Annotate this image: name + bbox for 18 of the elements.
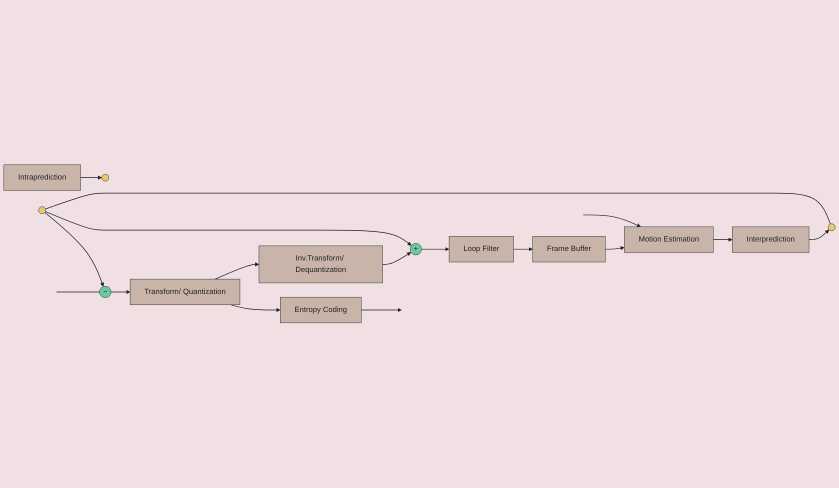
arrow: [360, 308, 402, 312]
node-circle: [102, 174, 110, 182]
arrow: [45, 211, 412, 246]
arrow: [513, 247, 533, 252]
arrow: [808, 230, 830, 240]
node-circle: [828, 224, 836, 232]
arrow: [382, 252, 412, 265]
arrow: [80, 176, 102, 180]
arrow: [230, 304, 280, 312]
arrow: [582, 214, 641, 228]
arrow: [214, 262, 260, 280]
connector: [45, 192, 831, 224]
arrow: [712, 238, 733, 242]
arrow: [44, 212, 104, 287]
arrow: [604, 246, 625, 250]
arrow: [421, 247, 450, 252]
node-circle: [38, 206, 46, 214]
arrow: [110, 290, 130, 294]
